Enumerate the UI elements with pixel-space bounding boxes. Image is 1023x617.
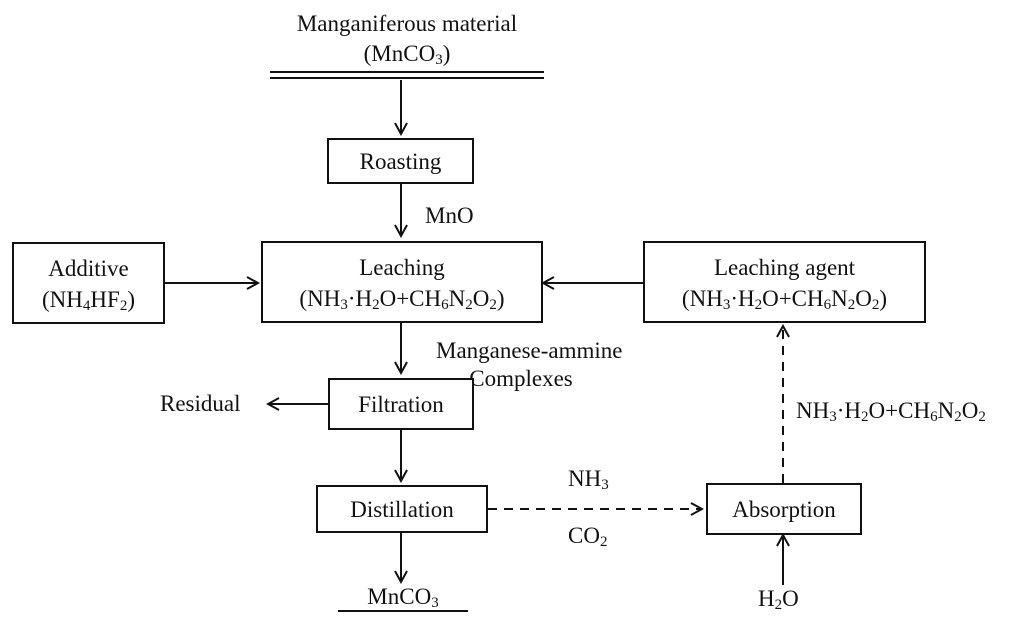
water-label: H2O: [758, 586, 799, 613]
product-label: MnCO3: [367, 584, 439, 611]
source-title: Manganiferous material: [296, 11, 518, 36]
nh3-label: NH3: [568, 466, 609, 493]
filtration-box: Filtration: [328, 378, 474, 430]
co2-label: CO2: [568, 523, 608, 550]
recycle-label: NH3·H2O+CH6N2O2: [796, 398, 986, 425]
leaching-agent-label: Leaching agent: [713, 255, 856, 280]
manganese-ammine-label: Manganese-ammine: [436, 338, 623, 363]
source-formula: (MnCO3): [363, 41, 451, 68]
additive-box: Additive (NH4HF2): [12, 242, 165, 324]
additive-formula: (NH4HF2): [42, 287, 135, 314]
absorption-box: Absorption: [706, 483, 862, 535]
leaching-formula: (NH3·H2O+CH6N2O2): [299, 286, 505, 313]
leaching-agent-formula: (NH3·H2O+CH6N2O2): [681, 286, 888, 313]
leaching-agent-box: Leaching agent (NH3·H2O+CH6N2O2): [643, 241, 926, 323]
distillation-box: Distillation: [316, 485, 488, 533]
roasting-label: Roasting: [359, 149, 442, 174]
roasting-box: Roasting: [327, 138, 474, 184]
leaching-box: Leaching (NH3·H2O+CH6N2O2): [261, 241, 543, 323]
residual-label: Residual: [160, 391, 241, 416]
additive-label: Additive: [48, 256, 129, 281]
complexes-label: Complexes: [469, 366, 573, 391]
mno-label: MnO: [425, 203, 474, 228]
leaching-label: Leaching: [359, 255, 445, 280]
distillation-label: Distillation: [350, 497, 454, 522]
absorption-label: Absorption: [732, 497, 836, 522]
filtration-label: Filtration: [358, 392, 444, 417]
